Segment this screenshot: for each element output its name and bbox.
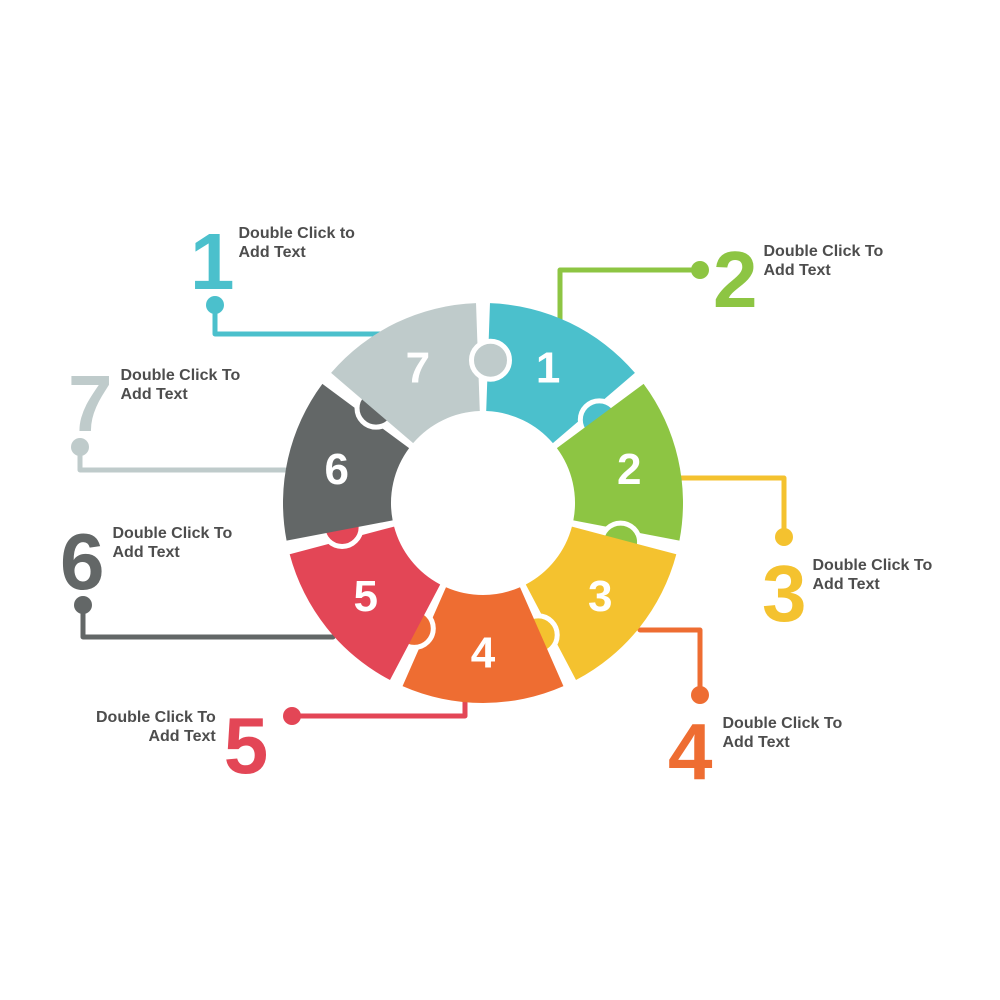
callout-2[interactable]: 2 Double Click To Add Text — [713, 240, 883, 320]
connector-dot-3 — [775, 528, 793, 546]
callout-number-2: 2 — [713, 235, 758, 324]
callout-text-4[interactable]: Double Click To Add Text — [722, 715, 843, 751]
callout-text-6[interactable]: Double Click To Add Text — [112, 525, 233, 561]
piece-number-5: 5 — [353, 572, 377, 621]
callout-5[interactable]: Double Click To Add Text 5 — [96, 706, 268, 786]
puzzle-piece-6[interactable] — [283, 383, 410, 541]
puzzle-piece-7[interactable] — [331, 303, 480, 444]
callout-number-1: 1 — [190, 217, 235, 306]
puzzle-piece-3[interactable] — [525, 526, 677, 681]
puzzle-piece-2[interactable] — [556, 383, 683, 541]
callout-3[interactable]: 3 Double Click To Add Text — [762, 554, 932, 634]
callout-number-3: 3 — [762, 549, 807, 638]
connector-2 — [557, 267, 703, 328]
connector-dot-1 — [206, 296, 224, 314]
piece-number-2: 2 — [617, 445, 641, 494]
connector-6 — [80, 602, 336, 640]
connector-dot-5 — [283, 707, 301, 725]
callout-text-1[interactable]: Double Click to Add Text — [238, 225, 355, 261]
piece-number-4: 4 — [471, 629, 496, 678]
piece-number-3: 3 — [588, 572, 612, 621]
callout-number-6: 6 — [60, 517, 105, 606]
puzzle-piece-5[interactable] — [289, 526, 441, 681]
connector-1 — [212, 302, 388, 337]
puzzle-tab-7 — [468, 338, 512, 382]
callout-text-3[interactable]: Double Click To Add Text — [812, 557, 933, 593]
connector-3 — [673, 475, 787, 540]
puzzle-piece-4[interactable] — [402, 587, 564, 703]
puzzle-piece-1[interactable] — [486, 303, 635, 444]
callout-text-5[interactable]: Double Click To Add Text — [96, 709, 216, 745]
connector-dot-7 — [71, 438, 89, 456]
callout-text-7[interactable]: Double Click To Add Text — [120, 367, 241, 403]
connector-7 — [77, 444, 288, 473]
callout-number-5: 5 — [223, 701, 269, 790]
callout-number-4: 4 — [668, 707, 713, 796]
connector-4 — [637, 627, 703, 698]
connector-5 — [289, 697, 468, 719]
piece-number-1: 1 — [536, 343, 560, 392]
callout-4[interactable]: 4 Double Click To Add Text — [668, 712, 842, 792]
piece-number-6: 6 — [325, 445, 349, 494]
callout-1[interactable]: 1 Double Click to Add Text — [190, 222, 355, 302]
callout-7[interactable]: 7 Double Click To Add Text — [68, 364, 240, 444]
connector-dot-6 — [74, 596, 92, 614]
callout-text-2[interactable]: Double Click To Add Text — [763, 243, 884, 279]
connector-dot-4 — [691, 686, 709, 704]
callout-6[interactable]: 6 Double Click To Add Text — [60, 522, 232, 602]
callout-number-7: 7 — [68, 359, 113, 448]
piece-number-7: 7 — [406, 343, 430, 392]
connector-dot-2 — [691, 261, 709, 279]
